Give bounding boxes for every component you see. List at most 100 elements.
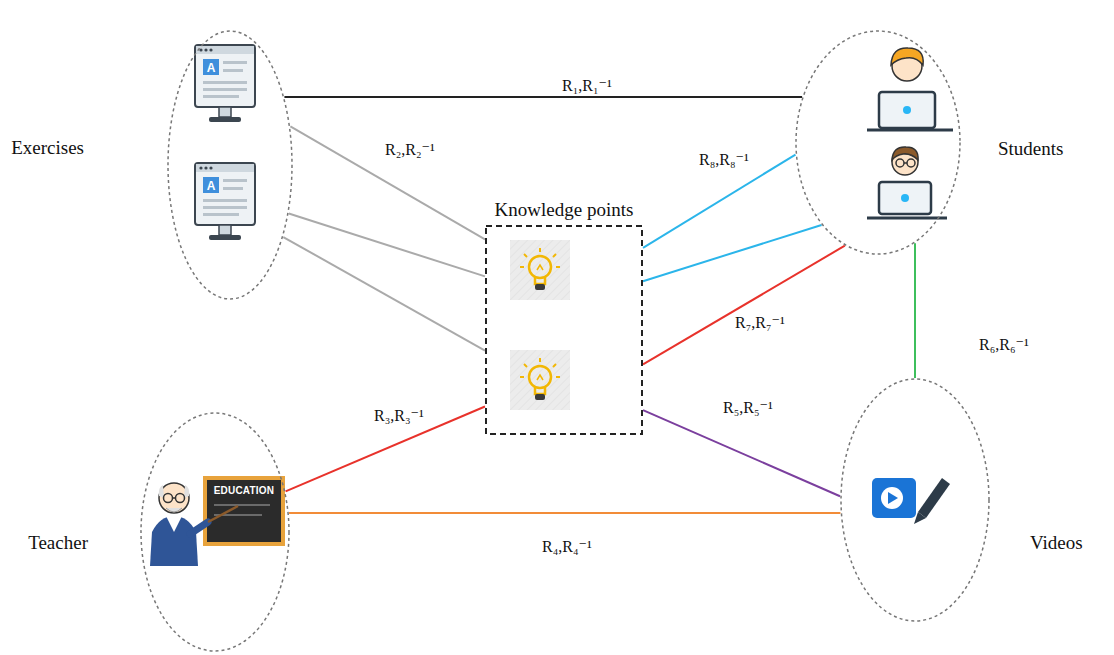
group-label-text: Teacher <box>28 532 88 554</box>
relation-label-text: R₈,R₈⁻¹ <box>697 150 751 169</box>
student-icon-part <box>879 92 935 128</box>
teacher-icon <box>150 478 283 566</box>
video-icon <box>872 478 950 524</box>
student-icon-part <box>901 194 909 202</box>
dashed-ellipse <box>140 412 290 652</box>
dashed-ellipse-line <box>168 31 292 299</box>
student-icon-part <box>904 162 907 164</box>
teacher-icon-part <box>214 504 270 506</box>
exercise-icon <box>195 45 255 122</box>
video-icon-part <box>914 512 926 524</box>
dashed-ellipse-line <box>796 31 960 254</box>
relation-label: R₈,R₈⁻¹ <box>697 150 751 169</box>
board-text-text: EDUCATION <box>214 485 275 496</box>
relation-label-text: R₆,R₆⁻¹ <box>977 335 1031 354</box>
student-icon-part <box>903 106 911 114</box>
dashed-ellipse <box>167 30 293 300</box>
group-label-text: Exercises <box>11 137 84 159</box>
student-icon <box>867 48 953 130</box>
group-ellipse: Students <box>795 30 961 255</box>
group-label: Videos <box>1030 532 1083 554</box>
relation-label: R₄,R₄⁻¹ <box>540 537 594 556</box>
group-label-text: Videos <box>1030 532 1083 554</box>
student-icon-part <box>907 159 915 167</box>
teacher-icon-part <box>166 508 182 512</box>
relation-line <box>284 96 802 98</box>
group-label: Teacher <box>28 532 88 554</box>
teacher-icon-part <box>150 516 198 566</box>
teacher-icon-part <box>205 478 283 544</box>
video-icon-part <box>872 478 916 518</box>
teacher-icon-part <box>166 516 182 532</box>
relation-line <box>914 243 916 378</box>
relation-line <box>283 237 485 351</box>
student-icon <box>867 147 947 218</box>
exercise-icon <box>195 163 255 240</box>
knowledge-box: Knowledge points <box>485 225 643 435</box>
board-text: EDUCATION <box>214 480 275 498</box>
dashed-ellipse-line <box>141 413 289 651</box>
student-icon-part <box>896 159 904 167</box>
relation-label: R₆,R₆⁻¹ <box>977 335 1031 354</box>
relation-label-text: R₃,R₃⁻¹ <box>372 406 426 425</box>
relation-label-text: R₇,R₇⁻¹ <box>733 313 787 332</box>
dashed-box <box>485 225 643 435</box>
student-icon-part <box>867 217 947 220</box>
relation-label-text: R₄,R₄⁻¹ <box>540 537 594 556</box>
dashed-ellipse <box>795 30 961 255</box>
group-ellipse: Exercises <box>167 30 293 300</box>
relation-label: R₅,R₅⁻¹ <box>721 398 775 417</box>
relation-label: R₇,R₇⁻¹ <box>733 313 787 332</box>
group-label: Students <box>998 138 1063 160</box>
relation-line <box>643 225 822 281</box>
video-icon-part <box>918 478 950 518</box>
icon-letter: A <box>207 58 216 76</box>
knowledge-bulb <box>510 240 570 300</box>
teacher-icon-part <box>173 497 176 499</box>
relation-line <box>289 512 840 514</box>
relation-line <box>286 407 485 492</box>
group-label-text: Students <box>998 138 1063 160</box>
relation-label: R₃,R₃⁻¹ <box>372 406 426 425</box>
relation-line <box>643 246 845 365</box>
student-icon-part <box>892 147 918 160</box>
dashed-ellipse <box>840 378 990 622</box>
relation-line <box>289 214 485 277</box>
student-icon-part <box>891 48 923 65</box>
teacher-icon-part <box>176 494 185 503</box>
group-ellipse: Teacher <box>140 412 290 652</box>
student-icon-part <box>879 182 931 214</box>
dashed-ellipse-line <box>841 379 989 621</box>
knowledge-bulb-part <box>510 240 570 300</box>
exercise-icon-part <box>195 45 255 122</box>
student-icon-part <box>867 129 953 132</box>
group-ellipse: Videos <box>840 378 990 622</box>
teacher-icon-part <box>159 483 189 513</box>
relation-label: R₂,R₂⁻¹ <box>383 140 437 159</box>
teacher-icon-part <box>190 522 208 534</box>
teacher-icon-part <box>208 506 238 522</box>
relation-label-text: R₁,R₁⁻¹ <box>560 76 614 95</box>
group-label: Knowledge points <box>495 199 634 221</box>
dashed-box-line <box>486 226 642 434</box>
relation-label: R₁,R₁⁻¹ <box>560 76 614 95</box>
icon-letter-text: A <box>207 62 216 75</box>
icon-letter-text: A <box>207 180 216 193</box>
exercise-icon-part <box>195 163 255 240</box>
relation-line <box>643 155 795 248</box>
knowledge-bulb <box>510 350 570 410</box>
video-icon-part <box>888 492 898 504</box>
relation-label-text: R₅,R₅⁻¹ <box>721 398 775 417</box>
relation-line <box>643 410 840 496</box>
group-label-text: Knowledge points <box>495 199 634 221</box>
teacher-icon-part <box>164 494 173 503</box>
group-label: Exercises <box>11 137 84 159</box>
knowledge-bulb-part <box>510 350 570 410</box>
video-icon-part <box>881 487 903 509</box>
icon-letter: A <box>207 176 216 194</box>
relation-label-text: R₂,R₂⁻¹ <box>383 140 437 159</box>
